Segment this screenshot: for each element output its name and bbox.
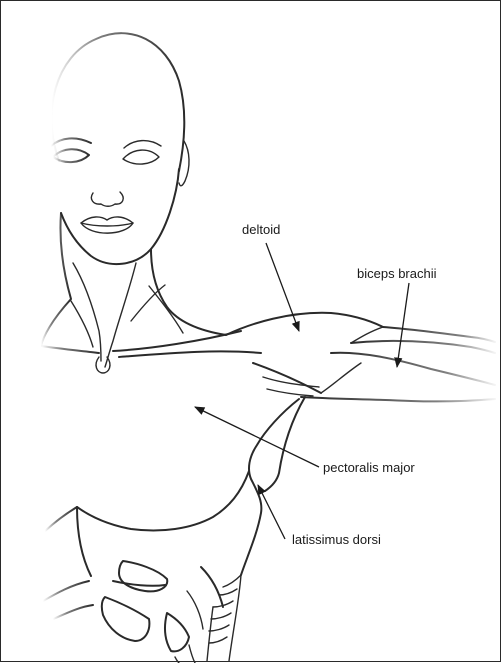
left-eye: [53, 149, 89, 162]
label-latissimus-dorsi: latissimus dorsi: [292, 532, 381, 547]
deltoid-leader: [266, 243, 299, 331]
right-eye: [123, 150, 159, 164]
upper-arm-top: [383, 327, 495, 342]
label-pectoralis-major: pectoralis major: [323, 460, 415, 475]
torso: [43, 397, 305, 663]
nose: [91, 192, 123, 206]
label-biceps-brachii: biceps brachii: [357, 266, 437, 281]
pectoral-outline: [77, 471, 249, 531]
label-deltoid: deltoid: [242, 222, 280, 237]
upper-arm-bottom: [301, 397, 495, 401]
head: [51, 33, 189, 264]
pectoralis-leader: [195, 407, 319, 467]
biceps-outline: [331, 353, 495, 385]
biceps-leader: [397, 283, 409, 367]
arm: [226, 313, 495, 402]
deltoid-outline: [226, 313, 383, 335]
leader-lines: [195, 243, 409, 539]
